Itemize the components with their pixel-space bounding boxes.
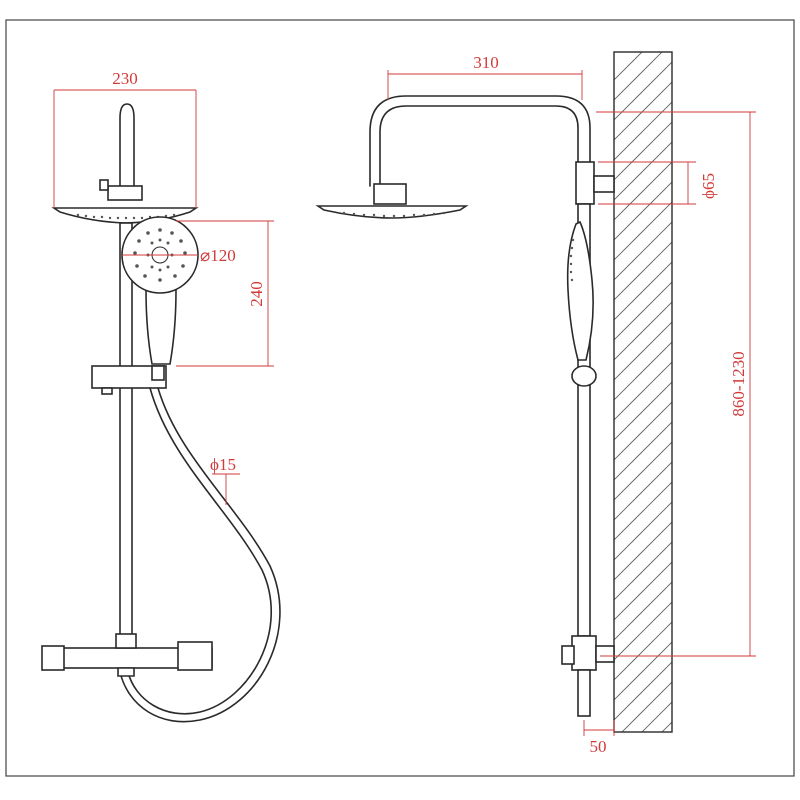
side-dimensions: 310 ϕ65 860-1230 50 bbox=[387, 53, 756, 756]
wall-hatch bbox=[614, 52, 672, 732]
drawing-frame bbox=[5, 19, 795, 777]
hand-shower-spray-pattern bbox=[133, 228, 187, 282]
dim-wall-bracket-diameter: ϕ65 bbox=[699, 173, 718, 199]
side-mixer-body bbox=[571, 635, 597, 671]
front-view bbox=[41, 103, 281, 723]
dim-wall-distance: 50 bbox=[590, 737, 607, 756]
dim-shower-head-width: 230 bbox=[112, 69, 138, 88]
side-head-connector bbox=[373, 183, 407, 205]
side-wall-bracket bbox=[575, 161, 595, 205]
front-shower-hose bbox=[127, 387, 272, 715]
wall bbox=[613, 51, 673, 733]
front-hand-shower bbox=[145, 289, 177, 365]
dim-hose-diameter: ϕ15 bbox=[210, 455, 236, 474]
front-head-connector bbox=[107, 185, 143, 201]
side-overhead-arm bbox=[379, 105, 579, 187]
front-dimensions: 230 ⌀120 240 ϕ15 bbox=[53, 69, 274, 505]
dim-height-range: 860-1230 bbox=[729, 351, 748, 416]
side-slide-holder bbox=[571, 365, 597, 387]
side-view bbox=[315, 51, 673, 733]
front-riser-rail bbox=[119, 379, 133, 641]
dim-hand-shower-length: 240 bbox=[247, 281, 266, 307]
side-rain-shower-head bbox=[315, 205, 469, 219]
front-mixer-left-knob bbox=[41, 645, 65, 671]
dim-hand-shower-diameter: ⌀120 bbox=[200, 246, 236, 265]
front-mixer-right-knob bbox=[177, 641, 213, 671]
side-hand-shower bbox=[566, 220, 594, 361]
dim-arm-reach: 310 bbox=[473, 53, 499, 72]
front-top-pipe bbox=[119, 103, 135, 189]
front-slide-holder bbox=[91, 365, 167, 389]
